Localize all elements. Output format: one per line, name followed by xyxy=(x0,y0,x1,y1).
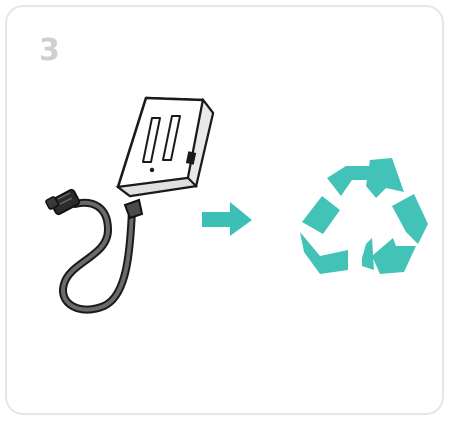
power-cable-icon xyxy=(45,189,142,310)
recycle-icon xyxy=(300,158,428,274)
arrow-right-icon xyxy=(202,202,252,236)
power-adapter-icon xyxy=(118,98,213,196)
plug-connector-icon xyxy=(45,189,80,215)
